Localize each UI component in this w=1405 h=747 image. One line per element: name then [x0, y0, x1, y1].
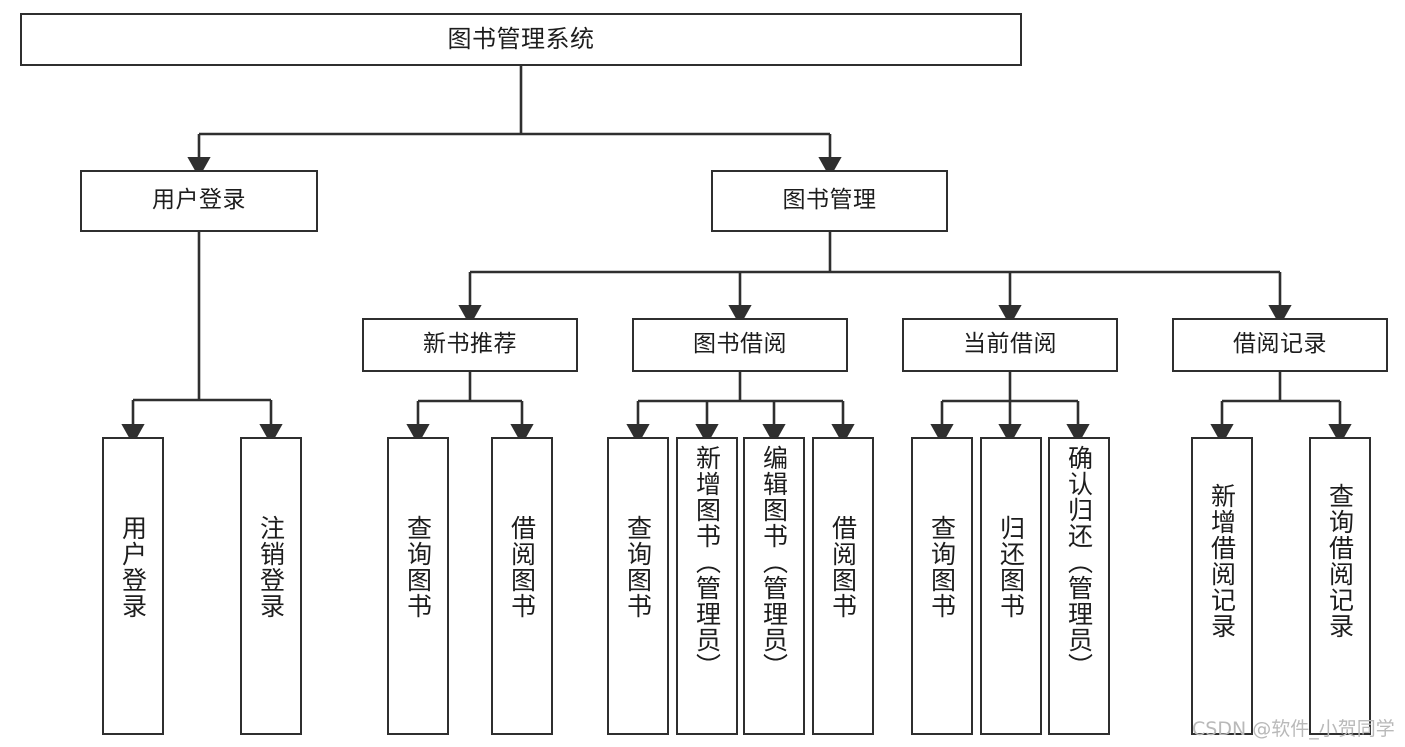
node-label: 确认归还（管理员） [1064, 445, 1094, 679]
leaf-query-borrow-record[interactable]: 查询借阅记录 [1309, 437, 1371, 735]
node-book-borrow[interactable]: 图书借阅 [632, 318, 848, 372]
node-label: 新增借阅记录 [1207, 483, 1237, 639]
node-label: 查询图书 [927, 515, 957, 619]
leaf-logout-login[interactable]: 注销登录 [240, 437, 302, 735]
node-label: 用户登录 [152, 187, 246, 214]
node-label: 借阅图书 [507, 515, 537, 619]
leaf-add-borrow-record[interactable]: 新增借阅记录 [1191, 437, 1253, 735]
node-label: 查询图书 [623, 515, 653, 619]
node-label: 注销登录 [256, 515, 286, 619]
node-root-system[interactable]: 图书管理系统 [20, 13, 1022, 66]
node-new-book-recommendation[interactable]: 新书推荐 [362, 318, 578, 372]
leaf-confirm-return-admin[interactable]: 确认归还（管理员） [1048, 437, 1110, 735]
leaf-return-book[interactable]: 归还图书 [980, 437, 1042, 735]
node-label: 新增图书（管理员） [692, 445, 722, 679]
node-label: 图书借阅 [693, 331, 787, 358]
node-label: 用户登录 [118, 515, 148, 619]
leaf-query-book-recommend[interactable]: 查询图书 [387, 437, 449, 735]
leaf-borrow-book[interactable]: 借阅图书 [812, 437, 874, 735]
leaf-user-login[interactable]: 用户登录 [102, 437, 164, 735]
node-label: 查询图书 [403, 515, 433, 619]
node-user-login[interactable]: 用户登录 [80, 170, 318, 232]
node-label: 借阅图书 [828, 515, 858, 619]
node-label: 当前借阅 [963, 331, 1057, 358]
node-label: 借阅记录 [1233, 331, 1327, 358]
node-current-borrow[interactable]: 当前借阅 [902, 318, 1118, 372]
node-borrow-record[interactable]: 借阅记录 [1172, 318, 1388, 372]
node-label: 归还图书 [996, 515, 1026, 619]
node-label: 查询借阅记录 [1325, 483, 1355, 639]
leaf-query-book-borrow[interactable]: 查询图书 [607, 437, 669, 735]
node-label: 图书管理系统 [447, 25, 595, 54]
watermark: CSDN @软件_小贺同学 [1192, 718, 1395, 740]
node-book-management[interactable]: 图书管理 [711, 170, 948, 232]
leaf-add-book-admin[interactable]: 新增图书（管理员） [676, 437, 738, 735]
leaf-edit-book-admin[interactable]: 编辑图书（管理员） [743, 437, 805, 735]
node-label: 编辑图书（管理员） [759, 445, 789, 679]
leaf-query-book-current[interactable]: 查询图书 [911, 437, 973, 735]
leaf-borrow-book-recommend[interactable]: 借阅图书 [491, 437, 553, 735]
node-label: 图书管理 [782, 187, 877, 214]
node-label: 新书推荐 [423, 331, 517, 358]
